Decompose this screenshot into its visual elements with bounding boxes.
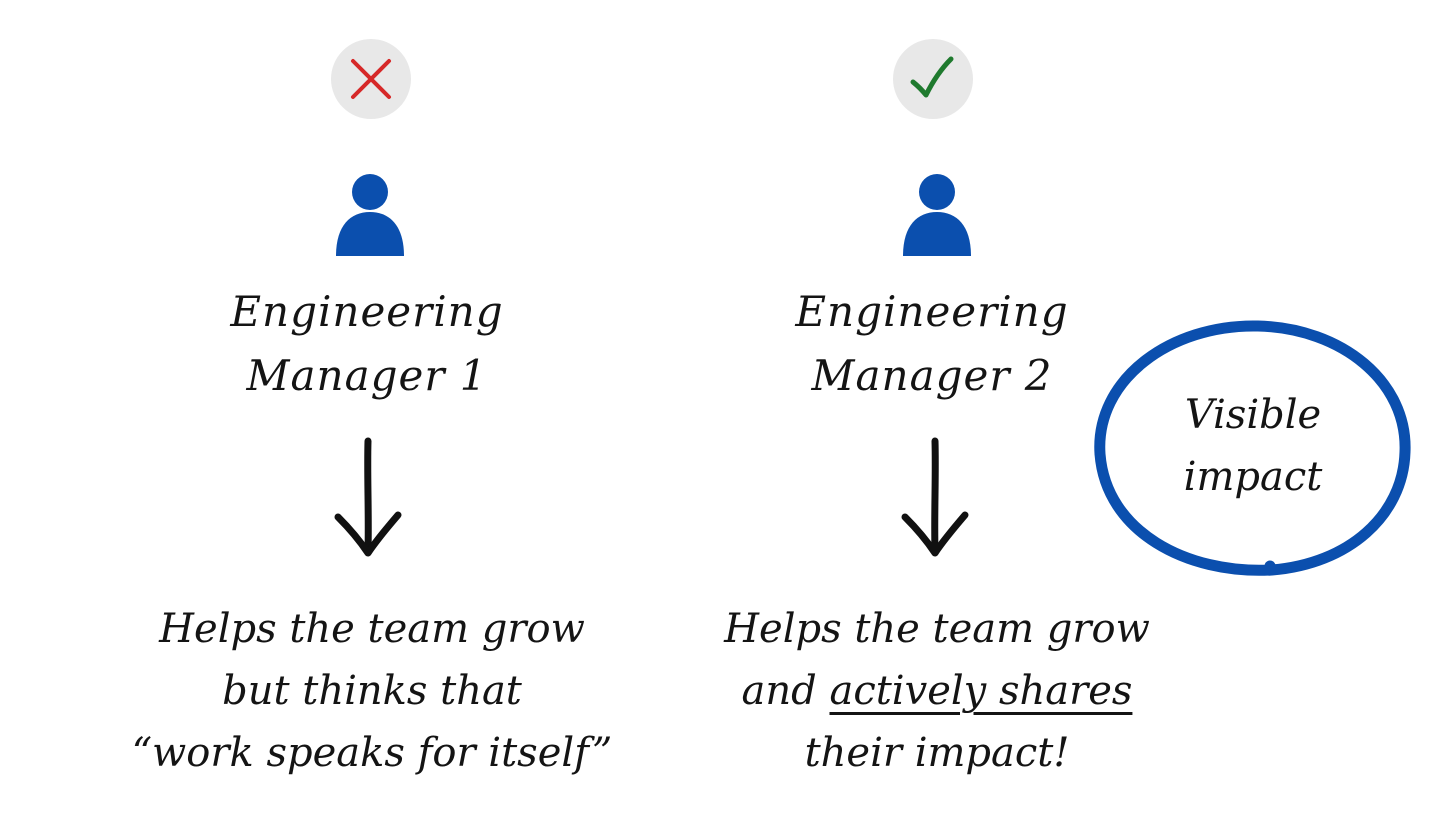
description-line: their impact!: [804, 730, 1070, 776]
emphasis-text: actively shares: [829, 668, 1133, 714]
manager-1-title: Engineering Manager 1: [157, 280, 577, 408]
highlight-circle: [1094, 320, 1411, 576]
title-line: Engineering: [230, 287, 504, 336]
down-arrow-icon: [901, 437, 969, 557]
cross-icon: [351, 59, 391, 99]
visible-impact-label: Visible impact: [1120, 384, 1386, 508]
title-line: Engineering: [795, 287, 1069, 336]
person-icon: [903, 174, 971, 256]
check-icon: [910, 56, 954, 98]
cross-badge: [331, 39, 411, 119]
description-line: but thinks that: [222, 668, 522, 714]
check-badge: [893, 39, 973, 119]
person-icon: [336, 174, 404, 256]
callout-line: Visible: [1184, 392, 1322, 438]
manager-1-description: Helps the team grow but thinks that “wor…: [72, 598, 672, 784]
manager-2-description: Helps the team grow and actively shares …: [637, 598, 1237, 784]
title-line: Manager 1: [246, 351, 488, 400]
description-line: and actively shares: [637, 660, 1237, 722]
manager-2-title: Engineering Manager 2: [722, 280, 1142, 408]
down-arrow-icon: [334, 437, 402, 557]
description-line: “work speaks for itself”: [131, 730, 613, 776]
description-line: Helps the team grow: [724, 606, 1150, 652]
description-prefix: and: [741, 668, 830, 714]
description-line: Helps the team grow: [159, 606, 585, 652]
title-line: Manager 2: [811, 351, 1053, 400]
callout-line: impact: [1183, 454, 1323, 500]
